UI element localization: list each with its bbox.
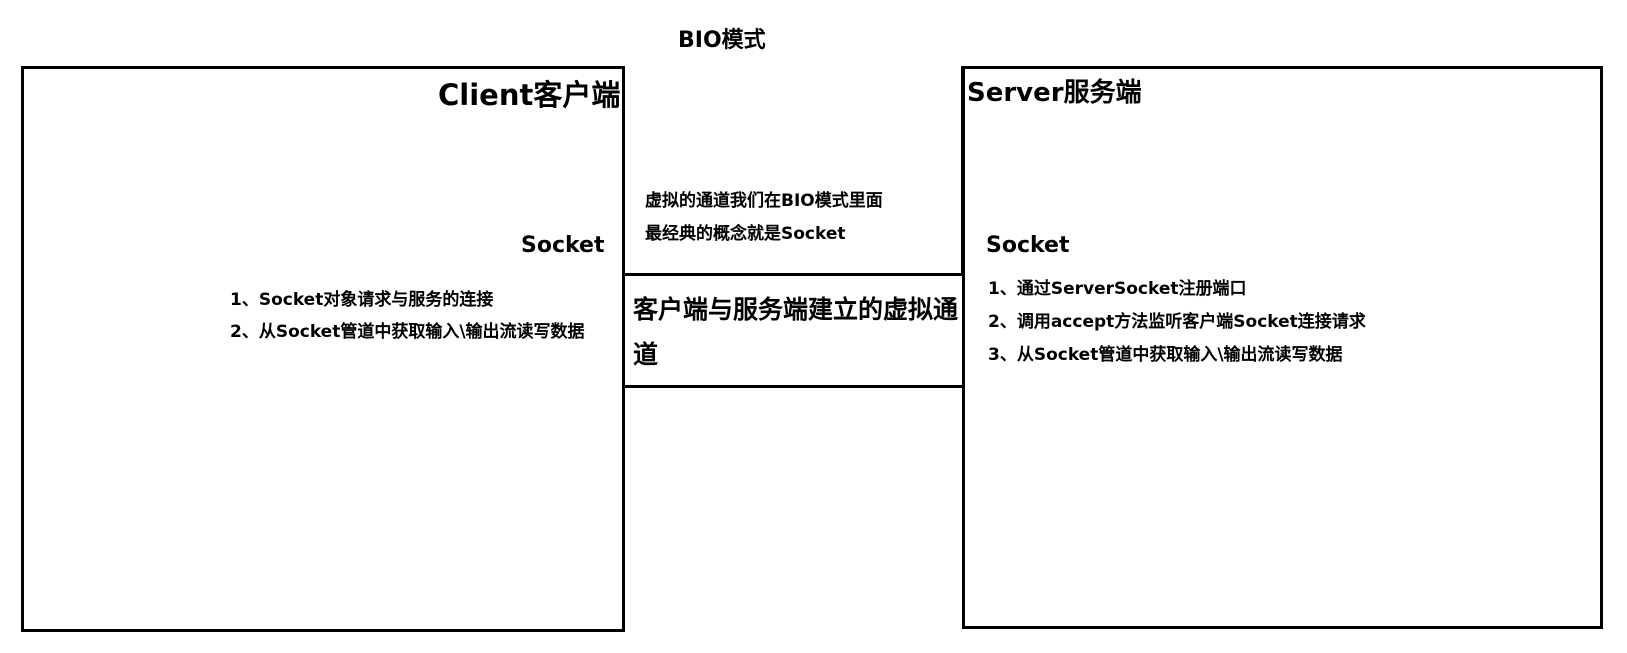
channel-bottom-line bbox=[624, 385, 964, 388]
server-box bbox=[962, 66, 1603, 629]
channel-note-line-1: 虚拟的通道我们在BIO模式里面 bbox=[645, 191, 883, 211]
channel-note-line-2: 最经典的概念就是Socket bbox=[645, 224, 846, 244]
diagram-title: BIO模式 bbox=[678, 28, 766, 53]
channel-label: 客户端与服务端建立的虚拟通道 bbox=[633, 295, 959, 369]
server-item-1: 1、通过ServerSocket注册端口 bbox=[988, 279, 1247, 299]
client-item-1: 1、Socket对象请求与服务的连接 bbox=[230, 290, 494, 310]
client-box bbox=[21, 66, 625, 632]
server-item-2: 2、调用accept方法监听客户端Socket连接请求 bbox=[988, 312, 1366, 332]
server-heading: Server服务端 bbox=[967, 78, 1142, 108]
channel-note-box bbox=[624, 66, 964, 276]
client-socket-label: Socket bbox=[521, 233, 605, 258]
client-heading: Client客户端 bbox=[438, 78, 621, 112]
server-socket-label: Socket bbox=[986, 233, 1070, 258]
client-item-2: 2、从Socket管道中获取输入\输出流读写数据 bbox=[230, 322, 585, 342]
server-item-3: 3、从Socket管道中获取输入\输出流读写数据 bbox=[988, 345, 1343, 365]
